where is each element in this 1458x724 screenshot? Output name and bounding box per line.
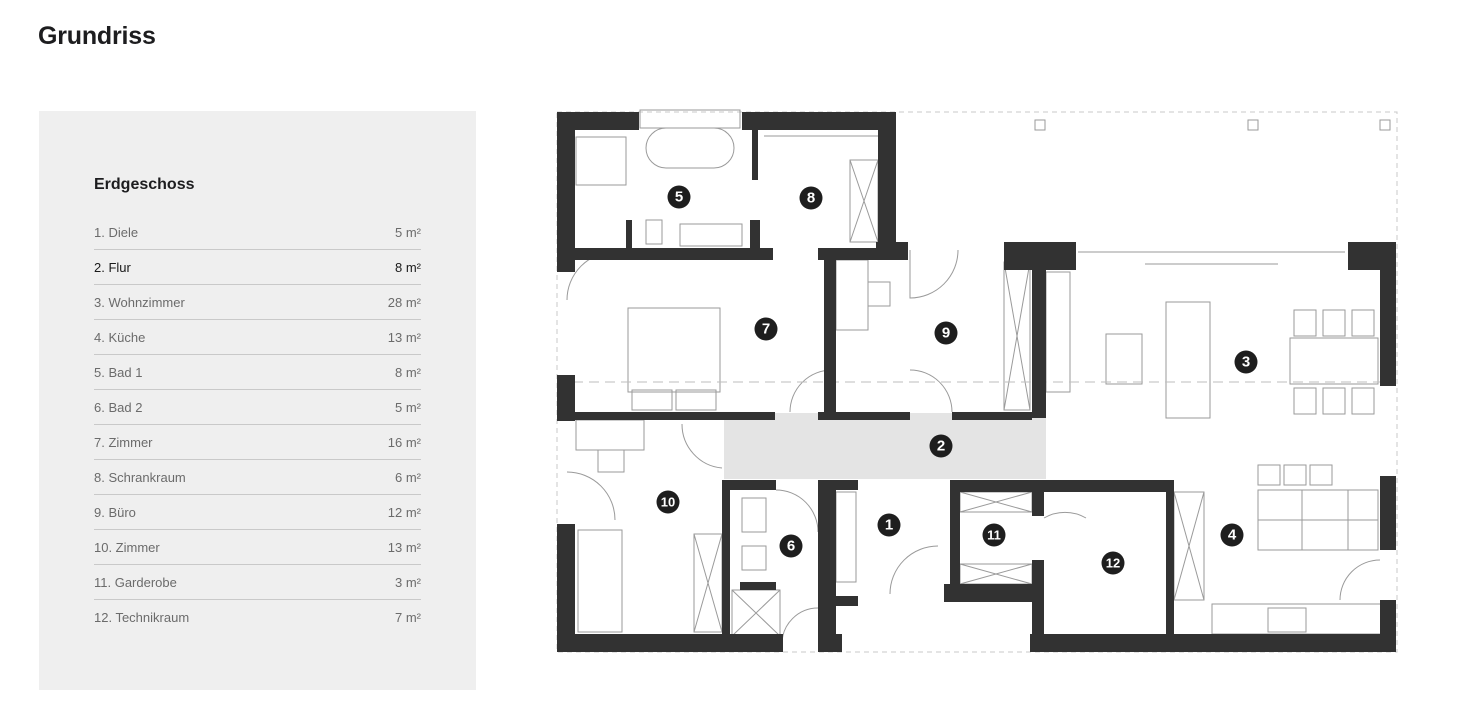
svg-text:8: 8 [807,190,815,207]
room-label: 5. Bad 1 [94,364,143,380]
room-area: 13 m² [387,329,421,345]
room-label: 9. Büro [94,504,136,520]
floor-plan: 1 2 3 4 5 6 7 8 9 10 11 12 [556,109,1398,653]
svg-text:6: 6 [787,538,795,555]
room-marker-5[interactable]: 5 [667,185,691,209]
room-marker-4[interactable]: 4 [1220,523,1244,547]
room-row-buero[interactable]: 9. Büro 12 m² [94,495,421,530]
room-row-schrankraum[interactable]: 8. Schrankraum 6 m² [94,460,421,495]
room-label: 7. Zimmer [94,434,153,450]
room-area: 16 m² [387,434,421,450]
svg-text:9: 9 [942,325,950,342]
room-marker-3[interactable]: 3 [1234,350,1258,374]
room-row-flur[interactable]: 2. Flur 8 m² [94,250,421,285]
room-row-bad-1[interactable]: 5. Bad 1 8 m² [94,355,421,390]
svg-text:10: 10 [661,495,675,510]
room-marker-6[interactable]: 6 [779,534,803,558]
page-title: Grundriss [38,22,156,50]
room-label: 8. Schrankraum [94,469,186,485]
svg-text:3: 3 [1242,354,1250,371]
room-area: 5 m² [395,224,421,240]
room-label: 12. Technikraum [94,609,190,625]
outline-dashed [556,111,1398,653]
svg-text:1: 1 [885,517,893,534]
svg-text:5: 5 [675,189,683,206]
room-marker-10[interactable]: 10 [656,490,680,514]
room-label: 2. Flur [94,259,131,275]
room-marker-9[interactable]: 9 [934,321,958,345]
svg-text:12: 12 [1106,556,1120,571]
room-marker-1[interactable]: 1 [877,513,901,537]
room-area: 28 m² [387,294,421,310]
room-area: 3 m² [395,574,421,590]
svg-text:4: 4 [1228,527,1237,544]
svg-text:11: 11 [987,528,1001,543]
room-area: 8 m² [395,259,421,275]
room-label: 6. Bad 2 [94,399,143,415]
room-marker-2[interactable]: 2 [929,434,953,458]
room-label: 11. Garderobe [94,574,177,590]
room-row-bad-2[interactable]: 6. Bad 2 5 m² [94,390,421,425]
room-area: 5 m² [395,399,421,415]
room-row-garderobe[interactable]: 11. Garderobe 3 m² [94,565,421,600]
room-flur-highlight[interactable] [724,413,1046,479]
room-label: 3. Wohnzimmer [94,294,185,310]
room-area: 6 m² [395,469,421,485]
room-row-wohnzimmer[interactable]: 3. Wohnzimmer 28 m² [94,285,421,320]
room-marker-7[interactable]: 7 [754,317,778,341]
room-label: 4. Küche [94,329,146,345]
room-label: 10. Zimmer [94,539,160,555]
svg-text:2: 2 [937,438,945,455]
room-markers: 1 2 3 4 5 6 7 8 9 10 11 12 [656,185,1258,575]
room-area: 12 m² [387,504,421,520]
room-area: 7 m² [395,609,421,625]
room-row-diele[interactable]: 1. Diele 5 m² [94,215,421,250]
svg-text:7: 7 [762,321,770,338]
room-row-technikraum[interactable]: 12. Technikraum 7 m² [94,600,421,634]
room-row-zimmer-10[interactable]: 10. Zimmer 13 m² [94,530,421,565]
room-area: 13 m² [387,539,421,555]
room-marker-11[interactable]: 11 [982,523,1006,547]
walls [557,112,1396,652]
room-marker-8[interactable]: 8 [799,186,823,210]
room-list: 1. Diele 5 m² 2. Flur 8 m² 3. Wohnzimmer 28… [94,215,421,634]
room-marker-12[interactable]: 12 [1101,551,1125,575]
room-list-panel: Erdgeschoss 1. Diele 5 m² 2. Flur 8 m² 3. … [39,111,476,690]
room-area: 8 m² [395,364,421,380]
room-row-zimmer-7[interactable]: 7. Zimmer 16 m² [94,425,421,460]
floor-title: Erdgeschoss [94,176,195,193]
room-label: 1. Diele [94,224,139,240]
room-row-kueche[interactable]: 4. Küche 13 m² [94,320,421,355]
